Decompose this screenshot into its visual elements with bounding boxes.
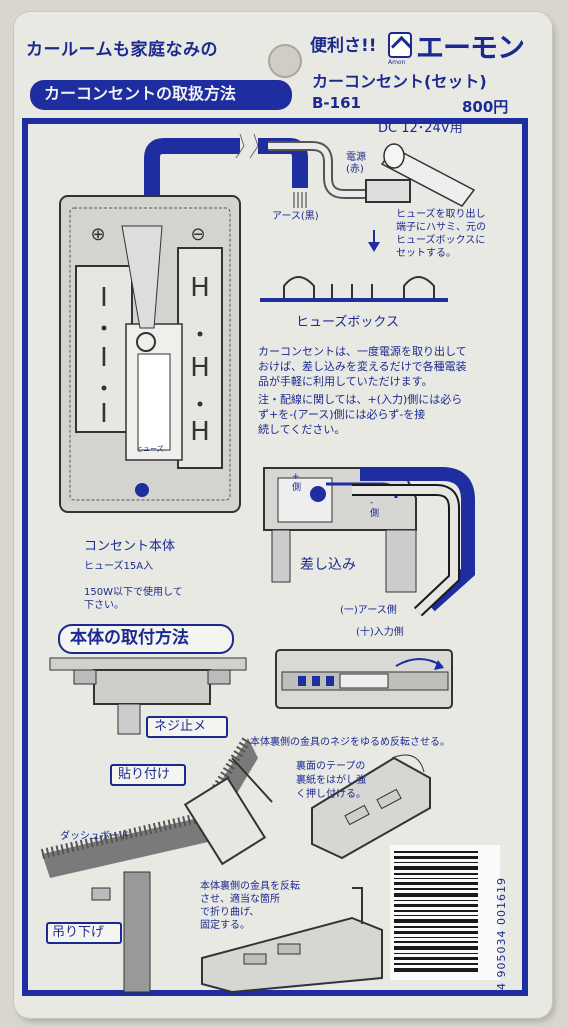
brand-small: Amon bbox=[388, 59, 406, 66]
plug-label: 差し込み bbox=[300, 557, 356, 573]
barcode bbox=[390, 845, 500, 980]
adhesive-label-box bbox=[110, 764, 186, 786]
svg-text:H: H bbox=[190, 417, 210, 447]
product-name: カーコンセント(セット) bbox=[312, 72, 487, 91]
fuse-small-label: ヒューズ bbox=[136, 445, 164, 453]
fuse-box-label: ヒューズボックス bbox=[296, 315, 399, 330]
hang-label-box bbox=[46, 922, 122, 944]
bracket-note: 本体裏側の金具のネジをゆるめ反転させる。 bbox=[250, 737, 450, 748]
hang-label: 吊り下げ bbox=[52, 925, 105, 940]
model-number: B-161 bbox=[312, 94, 361, 112]
input-side-label: (十)入力側 bbox=[356, 627, 404, 638]
tagline-suffix: 便利さ!! bbox=[310, 36, 377, 56]
description-para-1: カーコンセントは、一度電源を取り出して おけば、差し込みを変えるだけで各種電装 … bbox=[258, 345, 467, 388]
mounting-heading: 本体の取付方法 bbox=[70, 628, 189, 648]
svg-text:I: I bbox=[100, 283, 108, 313]
brand-name: エーモン bbox=[416, 31, 525, 64]
tagline: カールームも家庭なみの bbox=[26, 40, 218, 60]
svg-text:H: H bbox=[190, 273, 210, 303]
fuse-note: ヒューズを取り出し 端子にハサミ、元の ヒューズボックスに セットする。 bbox=[396, 209, 486, 259]
usage-note: 150W以下で使用して 下さい。 bbox=[84, 587, 183, 611]
svg-text:H: H bbox=[190, 353, 210, 383]
dashboard-label: ダッシュボード bbox=[60, 831, 130, 842]
amon-logo-icon bbox=[388, 32, 412, 58]
earth-label: アース(黒) bbox=[272, 211, 319, 222]
hang-hole bbox=[268, 44, 302, 78]
tape-note: 裏面のテープの 裏紙をはがし強 く押し付ける。 bbox=[296, 761, 366, 800]
outlet-body-label: コンセント本体 bbox=[84, 539, 176, 554]
svg-text:I: I bbox=[100, 343, 108, 373]
mounting-heading-box bbox=[58, 624, 234, 654]
barcode-number: 4 905034 001619 bbox=[495, 877, 508, 990]
svg-text:⊕: ⊕ bbox=[90, 224, 105, 245]
adhesive-label: 貼り付け bbox=[118, 767, 171, 782]
instruction-illustration: III HHH ⊕⊖ bbox=[22, 118, 528, 996]
description-para-2: 注・配線に関しては、+(入力)側には必ら ず+を-(アース)側には必らず-を接 … bbox=[258, 393, 463, 436]
voltage: DC 12･24V用 bbox=[378, 121, 463, 136]
earth-side-label: (一)アース側 bbox=[340, 605, 397, 616]
svg-text:I: I bbox=[100, 399, 108, 429]
plus-side-label: + 側 bbox=[292, 472, 302, 493]
screw-label: ネジ止メ bbox=[154, 719, 207, 734]
title-band bbox=[30, 80, 292, 110]
hang-note: 本体裏側の金具を反転 させ、適当な箇所 で折り曲げ、 固定する。 bbox=[200, 881, 300, 931]
price: 800円 bbox=[462, 98, 509, 116]
svg-text:⊖: ⊖ bbox=[190, 224, 205, 245]
minus-side-label: - 側 bbox=[370, 498, 380, 519]
page-title: カーコンセントの取扱方法 bbox=[44, 84, 237, 103]
screw-label-box bbox=[146, 716, 228, 738]
fuse-rating: ヒューズ15A入 bbox=[84, 561, 154, 572]
power-label: 電源 (赤) bbox=[346, 152, 366, 175]
